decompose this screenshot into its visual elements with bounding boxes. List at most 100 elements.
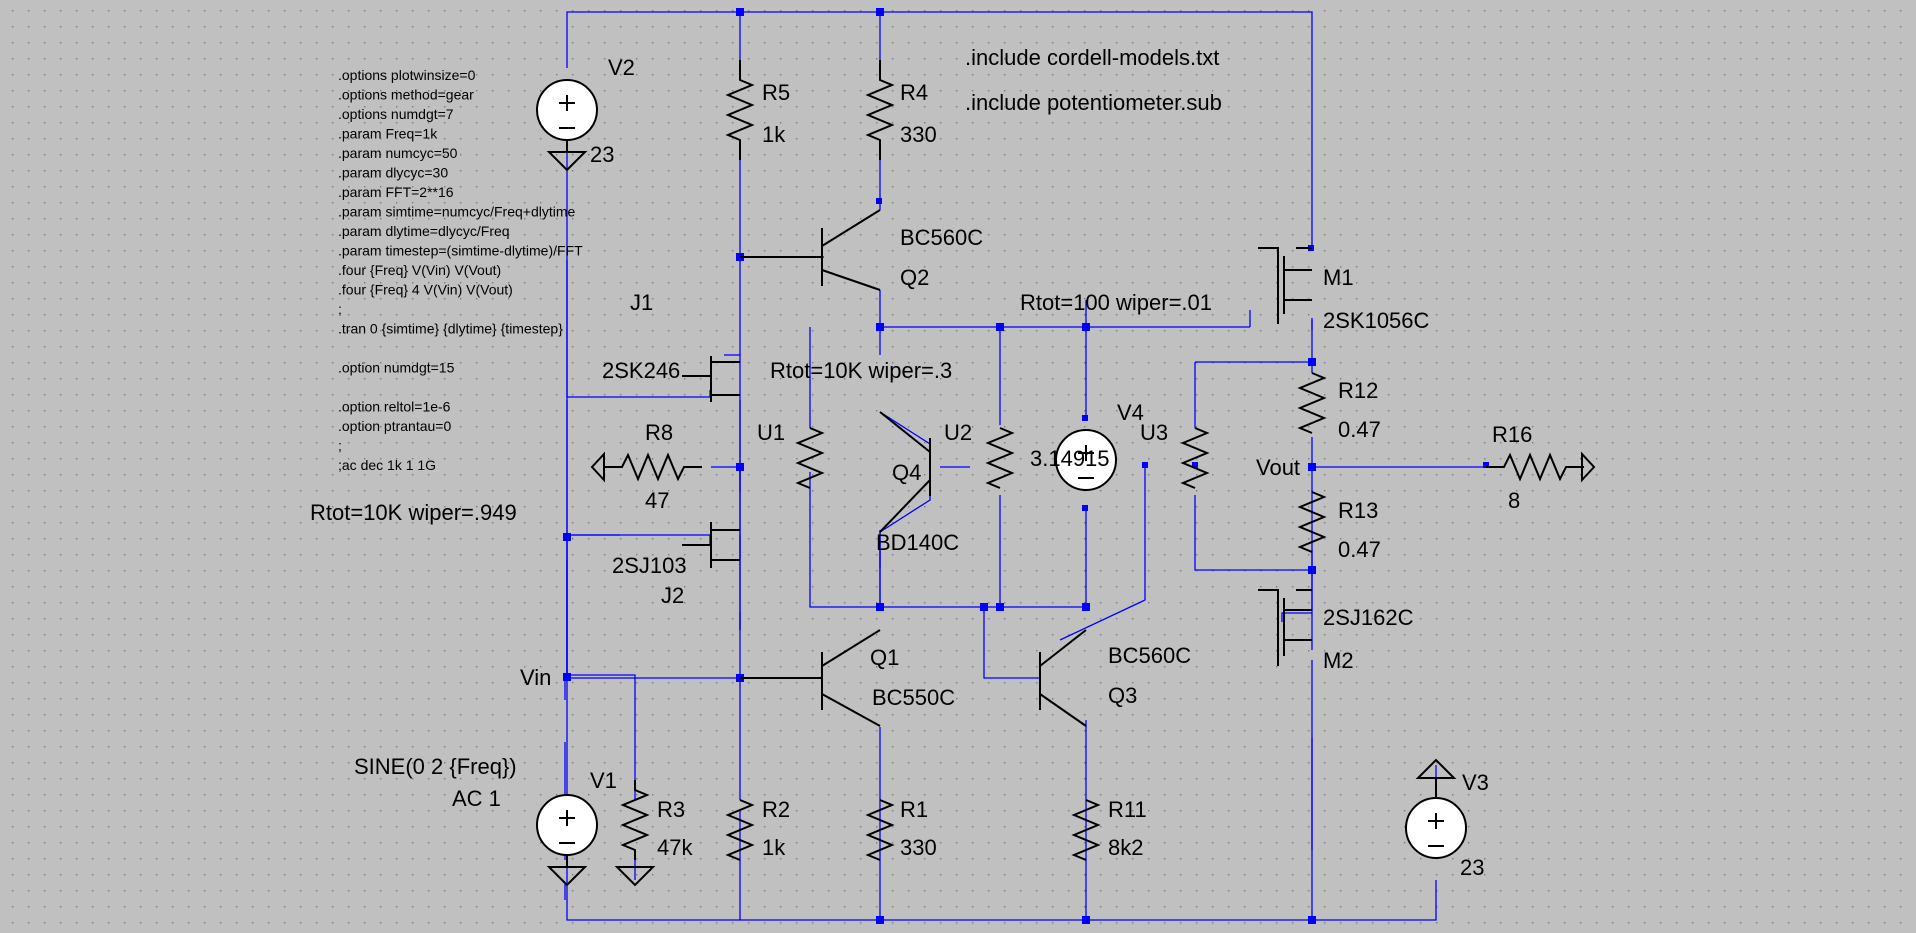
r16-resistor-symbol [1486, 452, 1584, 482]
m2-model: 2SJ162C [1323, 605, 1414, 630]
spice-line: .options plotwinsize=0 [338, 67, 476, 83]
r12-label: R12 [1338, 378, 1378, 403]
r5-resistor-symbol [725, 60, 755, 160]
r16-ground-icon [1581, 451, 1596, 483]
m1-label: M1 [1323, 265, 1354, 290]
r1-value: 330 [900, 835, 937, 860]
spice-line: .param timestep=(simtime-dlytime)/FFT [338, 243, 583, 259]
r8-ground-icon [590, 451, 605, 483]
r2-value: 1k [762, 835, 786, 860]
r4-resistor-symbol [865, 60, 895, 160]
spice-line: .param numcyc=50 [338, 145, 458, 161]
q2-transistor-symbol [740, 209, 881, 291]
q1-transistor-symbol [740, 629, 881, 727]
u1-params: Rtot=10K wiper=.3 [770, 358, 952, 383]
include-directive-2: .include potentiometer.sub [965, 90, 1222, 115]
r2-resistor-symbol [725, 799, 755, 861]
q3-model: BC560C [1108, 643, 1191, 668]
vout-label: Vout [1256, 455, 1300, 480]
u3-label: U3 [1140, 420, 1168, 445]
u3-params: Rtot=100 wiper=.01 [1020, 290, 1212, 315]
r11-value: 8k2 [1108, 835, 1143, 860]
spice-line: ; [338, 438, 342, 454]
u2-potentiometer-symbol [985, 427, 1015, 489]
q3-label: Q3 [1108, 683, 1137, 708]
spice-line: .param simtime=numcyc/Freq+dlytime [338, 204, 576, 220]
j1-model: 2SK246 [602, 358, 680, 383]
q3-transistor-symbol [1039, 629, 1087, 727]
r3-label: R3 [657, 797, 685, 822]
r16-label: R16 [1492, 422, 1532, 447]
spice-line: .option reltol=1e-6 [338, 399, 451, 415]
j1-label: J1 [630, 290, 653, 315]
spice-line: .param Freq=1k [338, 126, 438, 142]
r4-label: R4 [900, 80, 928, 105]
v2-value: 23 [590, 142, 614, 167]
q4-model: BD140C [876, 530, 959, 555]
j1-jfet-symbol [682, 356, 740, 402]
v1-ground-icon [546, 855, 588, 887]
v2-label: V2 [608, 55, 635, 80]
spice-line: ;ac dec 1k 1 1G [338, 457, 436, 473]
q4-transistor-symbol [879, 411, 931, 533]
r12-resistor-symbol [1297, 372, 1327, 434]
spice-line: .param dlytime=dlycyc/Freq [338, 223, 510, 239]
j2-label: J2 [661, 583, 684, 608]
input-pot-params: Rtot=10K wiper=.949 [310, 500, 517, 525]
m2-label: M2 [1323, 648, 1354, 673]
component-labels: V2 23 R5 1k R4 330 BC560C Q2 M1 2SK1056C… [310, 55, 1532, 880]
r11-label: R11 [1108, 797, 1147, 822]
spice-line: .option numdgt=15 [338, 360, 455, 376]
r5-label: R5 [762, 80, 790, 105]
spice-line: .options numdgt=7 [338, 106, 454, 122]
m1-model: 2SK1056C [1323, 308, 1430, 333]
m1-mosfet-symbol [1258, 247, 1312, 324]
spice-line: .option ptrantau=0 [338, 418, 451, 434]
v4-label: V4 [1117, 400, 1144, 425]
v3-supply-icon [1415, 758, 1457, 798]
q1-label: Q1 [870, 645, 899, 670]
spice-line: .tran 0 {simtime} {dlytime} {timestep} [338, 321, 563, 337]
q4-label: Q4 [892, 460, 921, 485]
u2-label: U2 [944, 420, 972, 445]
v1-sine: SINE(0 2 {Freq}) [354, 754, 517, 779]
r13-value: 0.47 [1338, 537, 1381, 562]
r5-value: 1k [762, 122, 786, 147]
u1-potentiometer-symbol [795, 427, 825, 489]
r1-label: R1 [900, 797, 928, 822]
r13-label: R13 [1338, 498, 1378, 523]
r16-value: 8 [1508, 488, 1520, 513]
spice-line: .param dlycyc=30 [338, 165, 448, 181]
include-directive-1: .include cordell-models.txt [965, 45, 1219, 70]
r8-label: R8 [645, 420, 673, 445]
r2-label: R2 [762, 797, 790, 822]
v1-label: V1 [590, 768, 617, 793]
r3-resistor-symbol [620, 780, 650, 860]
spice-line: .four {Freq} 4 V(Vin) V(Vout) [338, 282, 513, 298]
r4-value: 330 [900, 122, 937, 147]
j2-model: 2SJ103 [612, 553, 687, 578]
v2-ground-icon [546, 140, 588, 172]
r8-value: 47 [645, 488, 669, 513]
j2-jfet-symbol [682, 522, 740, 568]
q2-label: Q2 [900, 265, 929, 290]
r11-resistor-symbol [1071, 799, 1101, 861]
r12-value: 0.47 [1338, 417, 1381, 442]
u3-potentiometer-symbol [1180, 427, 1210, 489]
m2-mosfet-symbol [1258, 589, 1312, 666]
u1-label: U1 [757, 420, 785, 445]
spice-directives-block: .options plotwinsize=0.options method=ge… [338, 67, 583, 473]
q2-model: BC560C [900, 225, 983, 250]
v3-value: 23 [1460, 855, 1484, 880]
spice-line: ; [338, 301, 342, 317]
directives: .include cordell-models.txt .include pot… [965, 45, 1222, 115]
r3-ground-icon [614, 866, 656, 887]
v1-ac: AC 1 [452, 786, 501, 811]
r8-resistor-symbol [604, 452, 702, 482]
v3-label: V3 [1462, 770, 1489, 795]
spice-line: .param FFT=2**16 [338, 184, 454, 200]
r1-resistor-symbol [865, 799, 895, 861]
v4-value: 3.14915 [1030, 446, 1110, 471]
spice-line: .four {Freq} V(Vin) V(Vout) [338, 262, 501, 278]
